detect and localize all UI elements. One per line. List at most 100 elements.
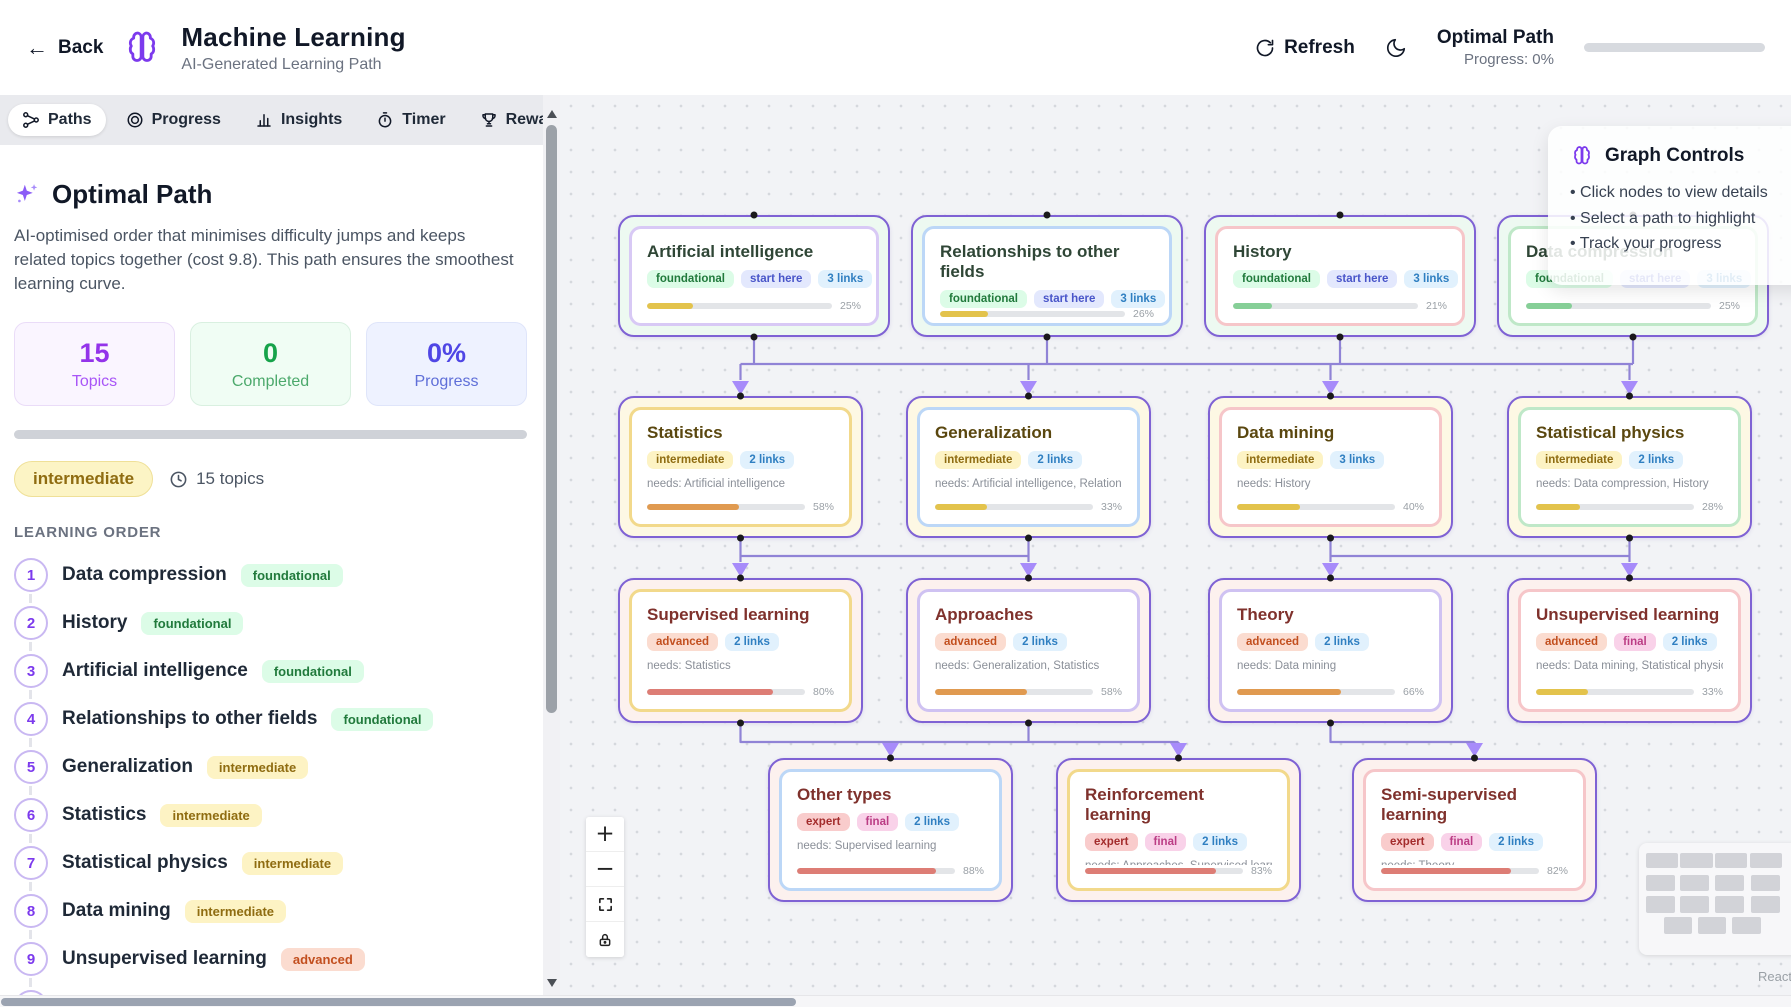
tab-rewards[interactable]: Rewards — [466, 104, 543, 136]
node-title: Unsupervised learning — [1536, 605, 1720, 624]
node-title: Approaches — [935, 605, 1034, 624]
minus-icon: − — [595, 856, 615, 882]
node-progress-percent: 25% — [839, 300, 861, 312]
stat-card-progress: 0%Progress — [366, 322, 527, 407]
node-progress-percent: 33% — [1100, 501, 1122, 513]
node-progress-fill — [1085, 868, 1217, 874]
node-badge: final — [1614, 633, 1656, 651]
stat-value: 15 — [79, 337, 110, 368]
node-progress-percent: 33% — [1701, 686, 1723, 698]
tab-insights[interactable]: Insights — [241, 104, 356, 136]
node-badge: final — [856, 813, 899, 831]
panel-title: Optimal Path — [52, 179, 213, 209]
horizontal-scrollbar-thumb[interactable] — [1, 998, 796, 1006]
plus-icon: + — [595, 821, 615, 847]
tab-bar: Paths Progress Insights TimerRewards — [0, 95, 543, 145]
header-progress-bar — [1584, 43, 1765, 52]
node-progress-track — [647, 689, 805, 695]
node-progress-fill — [1536, 504, 1581, 510]
node-needs: needs: Data compression, History — [1536, 478, 1709, 490]
fit-view-button[interactable] — [586, 887, 624, 922]
node-title: Other types — [797, 785, 892, 804]
tab-label: Insights — [280, 111, 343, 128]
tab-paths[interactable]: Paths — [8, 104, 106, 136]
back-button[interactable]: ← Back — [26, 36, 104, 59]
scroll-up-arrow-icon[interactable] — [546, 110, 557, 118]
minimap-node — [1680, 853, 1713, 868]
horizontal-scrollbar[interactable] — [0, 995, 1791, 1007]
graph-node-other-types[interactable]: Other types expert final 2 links needs: Supe… — [768, 758, 1013, 902]
lock-button[interactable] — [586, 922, 624, 957]
node-badge: expert — [797, 813, 850, 831]
node-title: Theory — [1237, 605, 1294, 624]
refresh-label: Refresh — [1284, 36, 1355, 58]
node-progress-fill — [1536, 689, 1589, 695]
topic-name: Statistical physics — [62, 852, 228, 874]
brain-icon — [1570, 144, 1594, 168]
node-progress-track — [1237, 504, 1395, 510]
graph-controls-list: Click nodes to view detailsSelect a path… — [1570, 180, 1791, 257]
minimap-node — [1645, 895, 1675, 914]
minimap[interactable] — [1639, 843, 1791, 955]
scroll-down-arrow-icon[interactable] — [546, 979, 557, 987]
attribution-label[interactable]: React Flow — [1758, 969, 1791, 984]
tab-progress[interactable]: Progress — [112, 104, 235, 136]
topic-name: Data compression — [62, 564, 227, 586]
topics-count: 15 topics — [169, 469, 264, 489]
node-progress-track — [1536, 504, 1694, 510]
sidebar-scrollbar-thumb[interactable] — [546, 125, 557, 713]
node-title: Relationships to other fields — [940, 242, 1120, 281]
dark-mode-toggle[interactable] — [1385, 37, 1407, 59]
refresh-button[interactable]: Refresh — [1255, 37, 1355, 59]
node-progress-track — [1085, 868, 1243, 874]
panel-progress-bar — [14, 430, 527, 440]
node-needs: needs: Supervised learning — [797, 840, 937, 852]
node-needs: needs: Theory — [1381, 860, 1568, 865]
node-needs: needs: Data mining, Statistical physics — [1536, 660, 1723, 672]
stat-label: Topics — [71, 372, 118, 390]
order-number: 5 — [14, 750, 48, 796]
tab-timer[interactable]: Timer — [362, 104, 459, 136]
node-badge: 2 links — [905, 813, 959, 831]
node-progress-fill — [647, 504, 739, 510]
node-progress-track — [647, 303, 832, 309]
node-badge: final — [1440, 833, 1483, 851]
node-progress-fill — [1381, 868, 1511, 874]
tab-label: Progress — [151, 111, 221, 128]
zoom-out-button[interactable]: − — [586, 852, 624, 887]
difficulty-badge: foundational — [261, 659, 364, 683]
zoom-in-button[interactable]: + — [586, 817, 624, 852]
zoom-toolbar: + − — [586, 817, 624, 957]
node-progress-fill — [1237, 504, 1301, 510]
sidebar-scrollbar[interactable] — [543, 95, 560, 995]
node-progress-track — [1237, 689, 1395, 695]
back-label: Back — [58, 36, 104, 58]
node-needs: needs: Artificial intelligence, Relation… — [935, 478, 1122, 490]
